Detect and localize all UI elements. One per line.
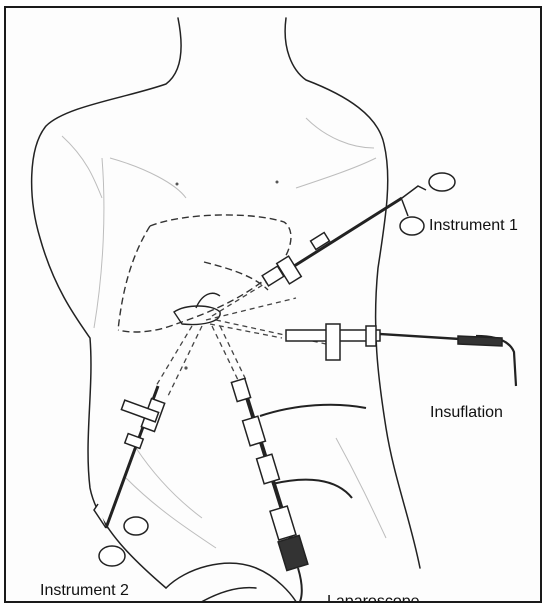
torso-outline [32, 18, 420, 603]
navel [184, 366, 187, 369]
instrument-1-ring-lower [400, 217, 424, 235]
nipple-right [276, 181, 279, 184]
insuflation-label: Insuflation [430, 405, 503, 421]
laparoscope [231, 378, 366, 603]
instrument-1-label: Instrument 1 [429, 218, 518, 234]
figure-frame: Instrument 1 Insuflation Instrument 2 La… [4, 6, 542, 603]
nipple-left [176, 183, 179, 186]
gallbladder [174, 293, 220, 324]
instrument-1 [262, 173, 455, 286]
instrument-2-label: Instrument 2 [40, 583, 129, 599]
instrument-2-ring-left [99, 546, 125, 566]
laparoscope-label: Laparoscope [327, 594, 420, 603]
instrument-1-ring-upper [429, 173, 455, 191]
instrument-2-ring-right [124, 517, 148, 535]
insufflation-port [286, 324, 516, 386]
instrument-2 [94, 386, 165, 566]
laparoscopy-illustration [6, 8, 542, 603]
